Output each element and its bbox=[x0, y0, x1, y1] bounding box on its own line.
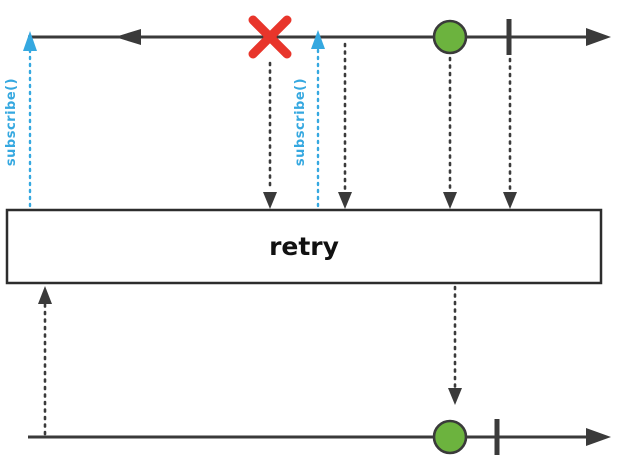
subscribe-arrow-2: subscribe() bbox=[293, 30, 325, 208]
subscribe-arrow-1-label: subscribe() bbox=[4, 78, 19, 166]
notify-arrow-error-arrowhead-icon bbox=[263, 192, 277, 209]
error-x-icon bbox=[248, 15, 292, 59]
output-timeline-arrowhead-icon bbox=[586, 428, 611, 446]
downstream-subscribe-arrow bbox=[38, 286, 52, 436]
notify-arrow-resubscribed bbox=[338, 42, 352, 209]
source-timeline-arrowhead-icon bbox=[586, 28, 611, 46]
downstream-subscribe-arrowhead-icon bbox=[38, 286, 52, 304]
subscribe-arrow-2-arrowhead-icon bbox=[311, 30, 325, 49]
source-next-marble bbox=[432, 19, 468, 55]
notify-arrow-error bbox=[263, 61, 277, 209]
notify-arrow-resubscribed-arrowhead-icon bbox=[338, 192, 352, 209]
operator-box-label: retry bbox=[269, 232, 339, 261]
output-timeline bbox=[28, 428, 611, 446]
subscribe-arrow-1: subscribe() bbox=[4, 31, 37, 208]
notify-arrow-next bbox=[443, 56, 457, 209]
subscribe-arrow-1-arrowhead-icon bbox=[23, 31, 37, 51]
resubscribe-left-arrowhead-icon bbox=[115, 29, 141, 45]
output-next-marble bbox=[432, 419, 468, 455]
error-x-stroke-2 bbox=[248, 15, 292, 59]
output-next-arrowhead-icon bbox=[448, 388, 462, 405]
subscribe-arrow-2-label: subscribe() bbox=[293, 78, 308, 166]
source-timeline bbox=[28, 28, 611, 46]
output-next-arrow bbox=[448, 285, 462, 405]
notify-arrow-complete-arrowhead-icon bbox=[503, 192, 517, 209]
operator-box-rect bbox=[5, 208, 603, 285]
notify-arrow-next-arrowhead-icon bbox=[443, 192, 457, 209]
notify-arrow-complete bbox=[503, 57, 517, 209]
operator-box: retry bbox=[5, 208, 603, 285]
